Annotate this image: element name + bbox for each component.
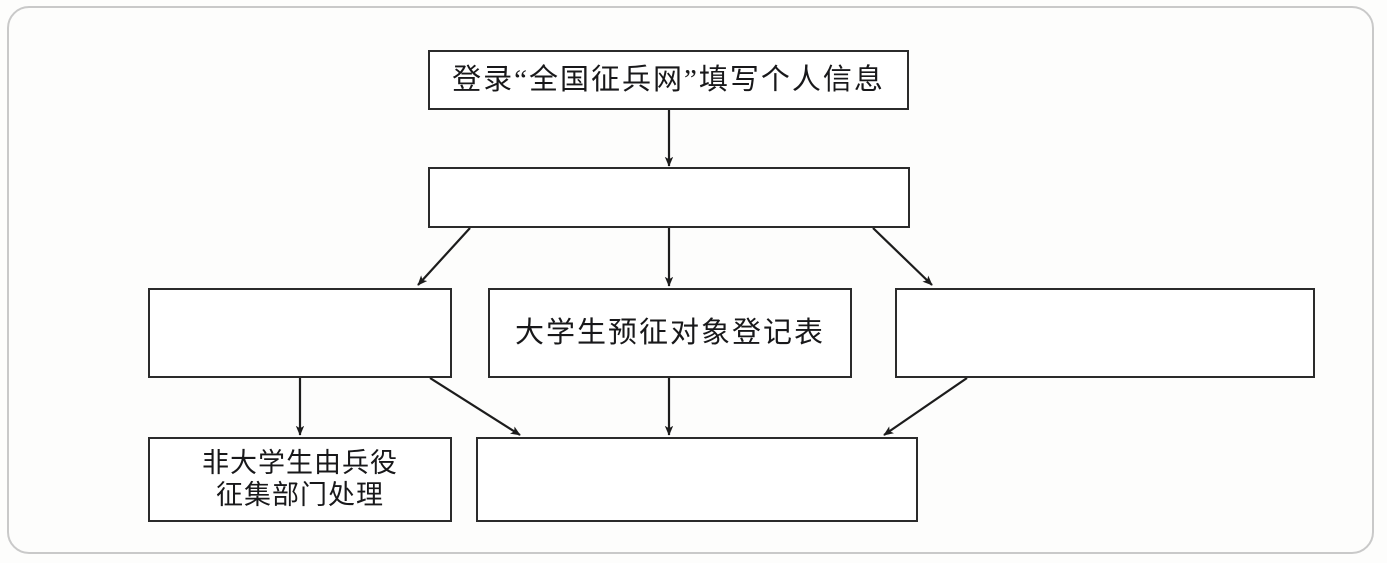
- node-label: 大学生预征对象登记表: [514, 316, 825, 349]
- node-middle-left[interactable]: [148, 288, 452, 378]
- node-label: 登录“全国征兵网”填写个人信息: [452, 63, 885, 96]
- node-student-registration-form[interactable]: 大学生预征对象登记表: [488, 288, 852, 378]
- node-register-online[interactable]: 登录“全国征兵网”填写个人信息: [428, 50, 909, 110]
- node-middle-right[interactable]: [895, 288, 1315, 378]
- node-label: 非大学生由兵役 征集部门处理: [202, 447, 398, 510]
- node-second-stage[interactable]: [428, 167, 910, 228]
- node-non-student-handling[interactable]: 非大学生由兵役 征集部门处理: [148, 437, 452, 522]
- node-bottom-center[interactable]: [476, 437, 918, 522]
